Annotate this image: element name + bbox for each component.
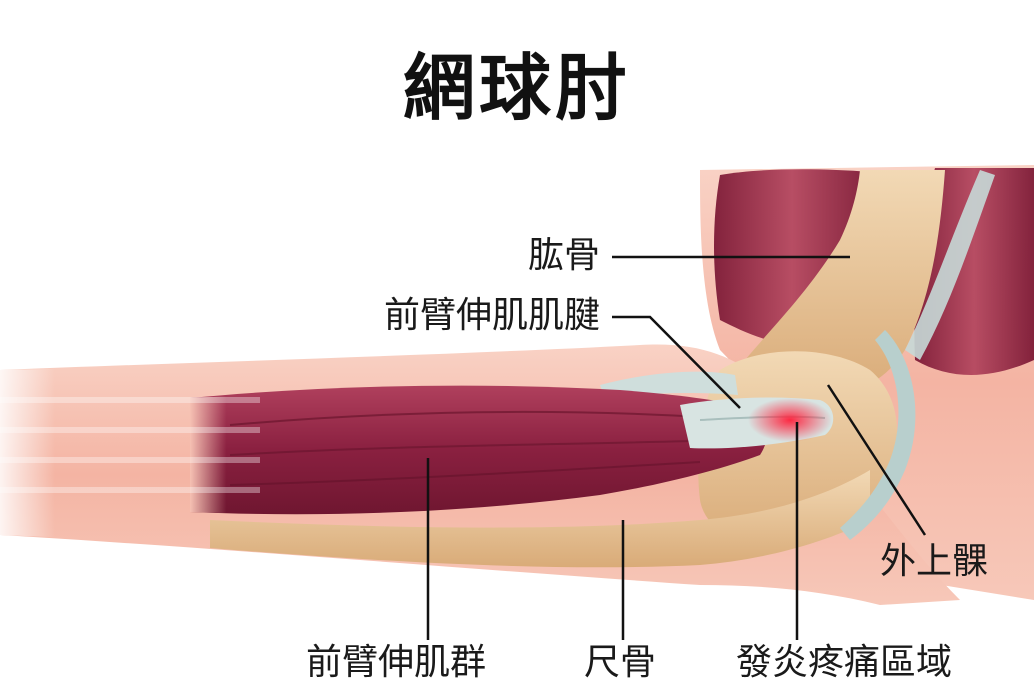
label-ulna: 尺骨 <box>584 645 656 681</box>
label-inflamed-area: 發炎疼痛區域 <box>736 645 952 681</box>
page-title: 網球肘 <box>0 52 1034 124</box>
label-lateral-epicondyle: 外上髁 <box>880 544 988 580</box>
label-humerus: 肱骨 <box>528 238 600 274</box>
label-extensor-group: 前臂伸肌群 <box>306 645 486 681</box>
label-extensor-tendon: 前臂伸肌肌腱 <box>384 298 600 334</box>
